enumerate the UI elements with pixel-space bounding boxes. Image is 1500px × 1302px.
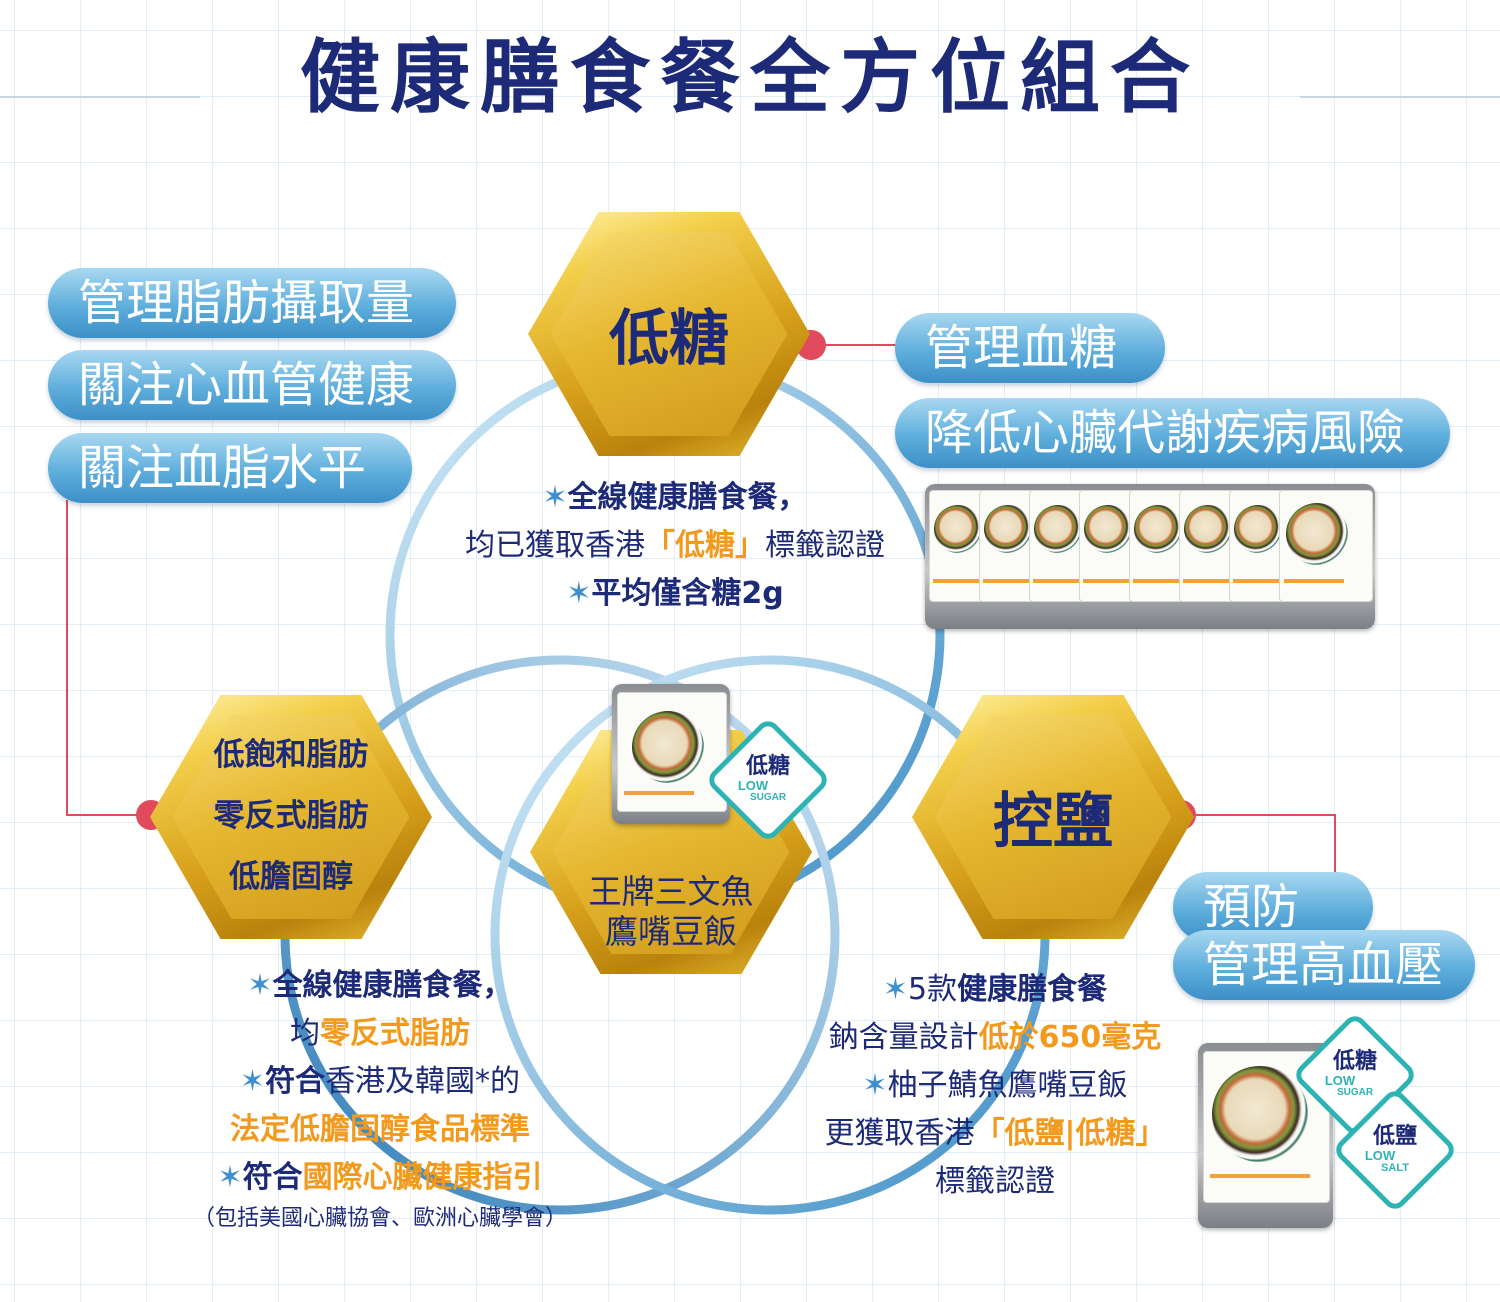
star-icon: ✶: [542, 480, 568, 515]
badge-salt-en-top: LOW: [1364, 1148, 1396, 1163]
sugar-description: ✶全線健康膳食餐， 均已獲取香港「低糖」標籤認證 ✶平均僅含糖2g: [420, 474, 930, 618]
low-salt-badge-right: 低鹽 LOW SALT: [1331, 1086, 1459, 1214]
fat-line-1: ✶全線健康膳食餐，: [247, 968, 513, 1003]
fat-line-3: ✶符合香港及韓國*的: [239, 1064, 521, 1099]
fat-line-5: ✶符合國際心臟健康指引: [217, 1160, 543, 1195]
connector-left: [66, 500, 150, 816]
salt-hexagon: 控鹽: [912, 695, 1194, 939]
star-icon: ✶: [882, 972, 909, 1007]
star-icon: ✶: [217, 1160, 243, 1195]
fat-hexagon: 低飽和脂肪 零反式脂肪 低膽固醇: [150, 695, 432, 939]
sugar-line-1: ✶全線健康膳食餐，: [542, 480, 808, 515]
salt-line-3: ✶柚子鯖魚鷹嘴豆飯: [862, 1068, 1128, 1103]
salt-line-4: 更獲取香港「低鹽|低糖」: [824, 1116, 1166, 1151]
badge-sugar-cn-2: 低糖: [1332, 1048, 1377, 1073]
title-rule-left: [0, 96, 200, 98]
fat-line-6: （包括美國心臟協會、歐洲心臟學會）: [192, 1206, 567, 1231]
badge-sugar-en-top: LOW: [737, 778, 769, 793]
badge-sugar-en-bottom-2: SUGAR: [1336, 1087, 1374, 1098]
title-rule-right: [1300, 96, 1500, 98]
pill-manage-blood-sugar: 管理血糖: [895, 313, 1165, 383]
low-sugar-badge-right: 低糖 LOW SUGAR: [1291, 1011, 1419, 1139]
star-icon: ✶: [239, 1064, 266, 1099]
star-icon: ✶: [566, 576, 592, 611]
fat-description: ✶全線健康膳食餐， 均零反式脂肪 ✶符合香港及韓國*的 法定低膽固醇食品標準 ✶…: [130, 962, 630, 1236]
fat-line-2: 均零反式脂肪: [290, 1016, 470, 1051]
star-icon: ✶: [247, 968, 273, 1003]
pill-cardiovascular-health: 關注心血管健康: [48, 350, 456, 420]
fat-line-3: 低膽固醇: [228, 859, 353, 896]
dish-name-line-2: 鷹嘴豆飯: [604, 911, 737, 951]
connector-right: [1182, 814, 1336, 890]
dish-name-line-1: 王牌三文魚: [588, 871, 754, 911]
badge-sugar-en-top-2: LOW: [1324, 1073, 1356, 1088]
meal-tray-row-image: [925, 484, 1375, 629]
badge-sugar-en-bottom: SUGAR: [749, 792, 787, 803]
badge-salt-en-bottom: SALT: [1381, 1162, 1409, 1174]
sugar-line-2: 均已獲取香港「低糖」標籤認證: [465, 528, 885, 563]
salt-line-5: 標籤認證: [935, 1164, 1055, 1199]
pill-reduce-cardiometabolic-risk: 降低心臟代謝疾病風險: [895, 398, 1450, 468]
fat-line-2: 零反式脂肪: [213, 798, 369, 835]
salt-line-2: 鈉含量設計低於650毫克: [828, 1020, 1162, 1055]
fat-line-4: 法定低膽固醇食品標準: [230, 1112, 530, 1147]
salt-title: 控鹽: [992, 787, 1113, 858]
low-sugar-title: 低糖: [608, 304, 729, 375]
low-sugar-hexagon: 低糖: [528, 212, 810, 456]
star-icon: ✶: [862, 1068, 888, 1103]
pill-blood-lipid-level: 關注血脂水平: [48, 433, 412, 503]
salmon-meal-tray-image: [612, 684, 730, 824]
pill-manage-hypertension: 管理高血壓: [1173, 930, 1475, 1000]
page-title: 健康膳食餐全方位組合: [300, 30, 1200, 124]
fat-line-1: 低飽和脂肪: [213, 737, 369, 774]
badge-salt-cn: 低鹽: [1372, 1123, 1417, 1148]
low-sugar-badge-center: 低糖 LOW SUGAR: [704, 716, 832, 844]
sugar-line-3: ✶平均僅含糖2g: [566, 576, 784, 611]
badge-sugar-cn: 低糖: [745, 753, 790, 778]
dish-name: 王牌三文魚 鷹嘴豆飯: [588, 872, 753, 952]
salt-line-1: ✶5款健康膳食餐: [882, 972, 1108, 1007]
pill-manage-fat-intake: 管理脂肪攝取量: [48, 268, 456, 338]
salt-description: ✶5款健康膳食餐 鈉含量設計低於650毫克 ✶柚子鯖魚鷹嘴豆飯 更獲取香港「低鹽…: [760, 966, 1230, 1206]
